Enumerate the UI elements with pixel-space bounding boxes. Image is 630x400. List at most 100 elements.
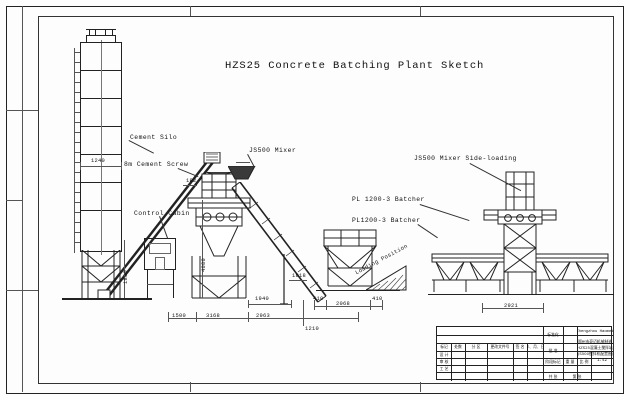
title-block: 标记 处数 分 区 更改文件号 签 名 年、月、日 设 计 审 核 工 艺 标准…: [436, 326, 613, 381]
dim-line: [289, 280, 307, 281]
dim-belt-3: 1210: [305, 326, 319, 332]
tb-approve: 批 准: [548, 347, 558, 353]
dim-silo-diameter: 1240: [91, 158, 105, 164]
ladder-rung: [74, 172, 80, 173]
frame-tick: [420, 6, 421, 16]
dim-tick: [121, 162, 122, 170]
side-loading-plant: [431, 171, 609, 294]
tb-rule: [437, 358, 613, 359]
dim-line: [248, 304, 292, 305]
ladder-rung: [74, 132, 80, 133]
ladder-rung: [74, 222, 80, 223]
ladder-rung: [74, 242, 80, 243]
pl1200-batcher-elevation: [323, 229, 377, 287]
dim-cabin-height: 1800: [123, 270, 129, 284]
dim-tick: [80, 162, 81, 170]
dim-batcher-w3: 410: [372, 296, 383, 302]
tb-rev-header-4: 签 名: [515, 344, 525, 350]
dim-tick: [358, 312, 359, 322]
tb-rule: [437, 372, 613, 373]
ladder-rung: [74, 212, 80, 213]
dim-tick: [326, 300, 327, 310]
belt-conveyor: [231, 182, 327, 305]
label-cement-screw: 8m Cement Screw: [124, 161, 189, 168]
dim-line: [482, 308, 544, 309]
silo-dust-filter: [95, 29, 106, 36]
leader-line: [236, 162, 250, 163]
dim-base-3: 2963: [256, 313, 270, 319]
dim-line: [183, 185, 197, 186]
silo-top-detail: [112, 29, 113, 36]
tb-sheet-no: 第 张: [572, 373, 582, 379]
tb-stage-mark: 阶段标记: [545, 358, 561, 364]
label-batcher-bottom: PL1200-3 Batcher: [352, 217, 421, 224]
frame-tick: [6, 200, 22, 201]
tb-rule: [465, 343, 466, 381]
label-js500-side-loading: JS500 Mixer Side-loading: [414, 155, 517, 162]
dim-tick: [482, 303, 483, 313]
ladder-rung: [74, 152, 80, 153]
dim-batcher-w2: 2068: [336, 301, 350, 307]
dim-tick: [248, 312, 249, 322]
silo-ladder: [74, 48, 75, 253]
ladder-rung: [74, 102, 80, 103]
ladder-rung: [74, 52, 80, 53]
tb-sheets-total: 共 张: [548, 373, 558, 379]
tb-rule: [543, 327, 544, 381]
frame-tick: [22, 6, 23, 392]
tb-rev-header-3: 更改文件号: [490, 344, 510, 350]
tb-company-cn: 郑州市豪迈机械制造: [577, 339, 613, 345]
tb-product-cn2: (JS500搅拌机配置图): [577, 351, 613, 357]
ladder-rung: [74, 162, 80, 163]
dim-tick: [196, 312, 197, 322]
dim-belt-1: 1940: [255, 296, 269, 302]
tb-scale-label: 比 例: [579, 358, 589, 364]
tb-company-en: Zhengzhou Haomei: [577, 330, 613, 335]
dim-tick: [370, 300, 371, 310]
tb-rule: [437, 351, 613, 352]
ground-line: [428, 294, 614, 296]
dim-tick: [314, 300, 315, 310]
ladder-rung: [74, 122, 80, 123]
js500-mixer-assembly: [187, 172, 251, 299]
cabin-window: [149, 243, 171, 254]
tb-rev-header-2: 分 区: [471, 344, 481, 350]
ladder-rung: [74, 82, 80, 83]
tb-rule: [563, 327, 564, 381]
tb-sig-check: 审 核: [439, 358, 449, 364]
silo-top-detail: [89, 29, 90, 36]
dim-line: [314, 306, 382, 307]
ground-line: [316, 290, 400, 292]
frame-tick: [6, 290, 38, 291]
cement-screw-conveyor: [97, 152, 221, 298]
loading-ramp: [366, 265, 407, 291]
dim-batcher-w1: 410: [313, 296, 324, 302]
tb-rule: [451, 343, 452, 381]
dim-tick: [382, 300, 383, 310]
ladder-rung: [74, 92, 80, 93]
silo-support-legs: [81, 250, 121, 298]
dim-tick: [248, 300, 249, 308]
tb-weight: 重 量: [565, 358, 575, 364]
cabin-door: [155, 257, 165, 270]
dim-line: [124, 240, 125, 298]
cabin-brace: [147, 284, 173, 285]
dim-line: [168, 318, 358, 319]
silo-top-cap: [86, 35, 116, 43]
ground-line: [62, 298, 152, 300]
frame-tick: [190, 382, 191, 392]
label-cement-silo: Cement Silo: [130, 134, 178, 141]
frame-tick: [6, 110, 38, 111]
dim-belt-2: 1818: [292, 273, 306, 279]
tb-rule: [487, 343, 488, 381]
label-js500-mixer: JS500 Mixer: [249, 147, 297, 154]
dim-tick: [291, 300, 292, 308]
ladder-rung: [74, 62, 80, 63]
tb-sig-process: 工 艺: [439, 365, 449, 371]
drawing-frame-inner: [38, 16, 614, 384]
cabin-leg: [173, 270, 174, 298]
dim-line: [80, 166, 122, 167]
dim-tick: [543, 303, 544, 313]
tb-rule: [591, 351, 592, 381]
